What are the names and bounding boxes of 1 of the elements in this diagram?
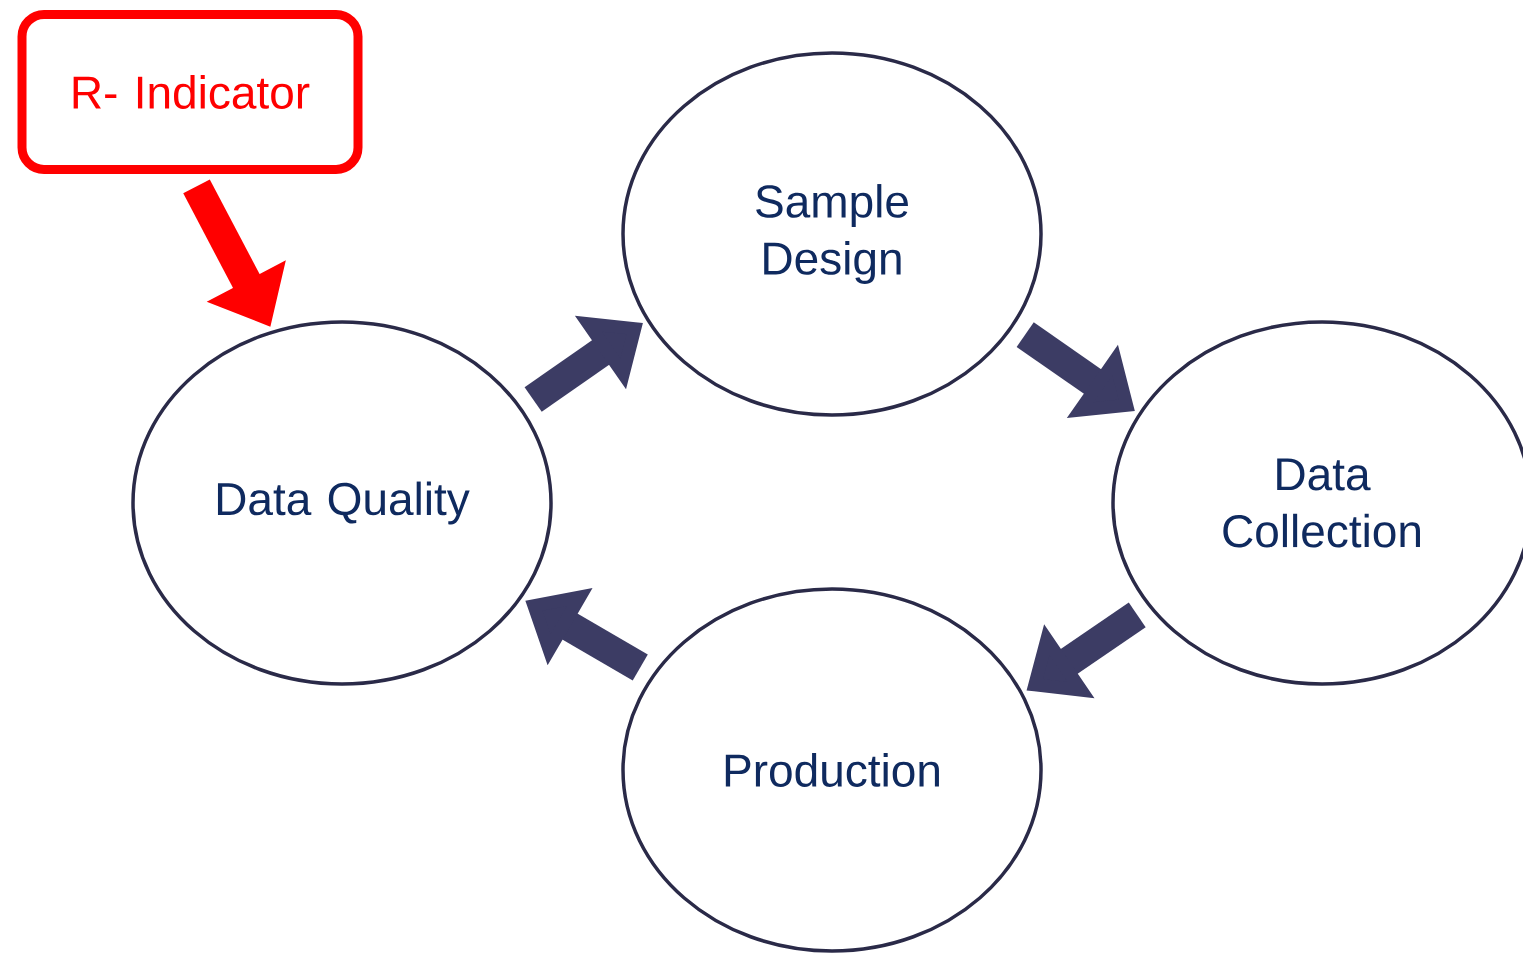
indicator-box: R- Indicator bbox=[17, 10, 363, 174]
